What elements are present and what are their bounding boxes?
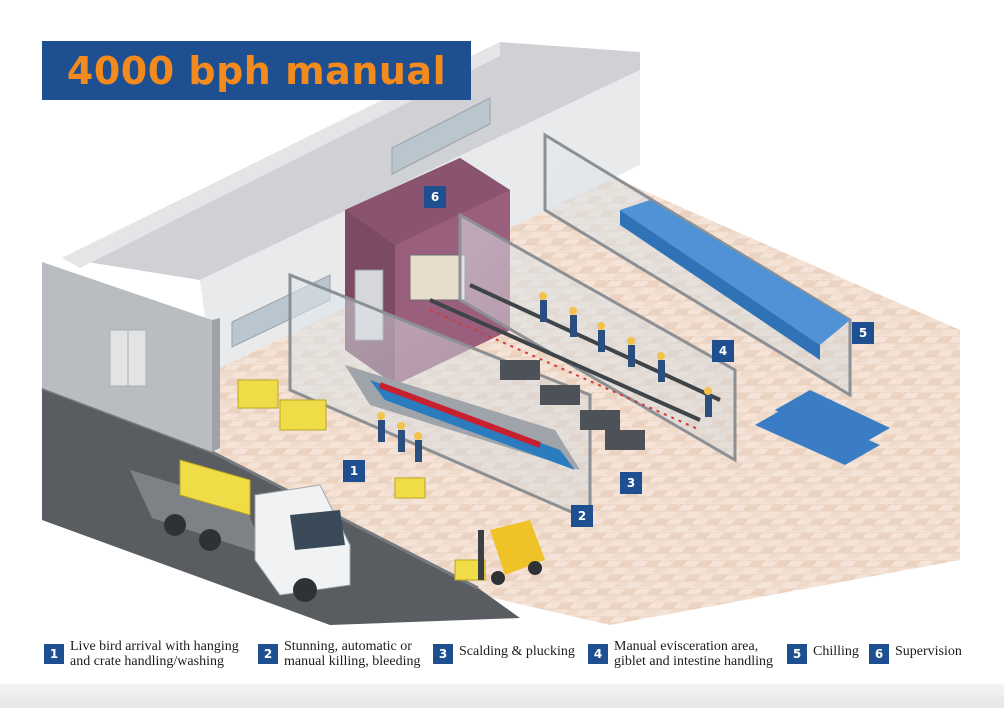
bottom-band bbox=[0, 684, 1004, 708]
legend-number-6: 6 bbox=[869, 644, 889, 664]
marker-4: 4 bbox=[712, 340, 734, 362]
page-title: 4000 bph manual bbox=[66, 48, 447, 93]
legend-number-2: 2 bbox=[258, 644, 278, 664]
marker-6: 6 bbox=[424, 186, 446, 208]
chiller-racks bbox=[755, 390, 890, 465]
legend-item-2: 2 Stunning, automatic or manual killing,… bbox=[258, 639, 420, 669]
title-banner: 4000 bph manual bbox=[42, 41, 471, 100]
marker-5: 5 bbox=[852, 322, 874, 344]
legend-number-4: 4 bbox=[588, 644, 608, 664]
legend-label-1: Live bird arrival with hanging and crate… bbox=[70, 639, 239, 669]
legend: 1 Live bird arrival with hanging and cra… bbox=[44, 639, 994, 675]
forklift bbox=[478, 520, 545, 585]
legend-number-3: 3 bbox=[433, 644, 453, 664]
marker-3: 3 bbox=[620, 472, 642, 494]
legend-label-5: Chilling bbox=[813, 644, 859, 659]
legend-item-4: 4 Manual evisceration area, giblet and i… bbox=[588, 639, 773, 669]
pluckers bbox=[500, 360, 645, 450]
legend-label-3: Scalding & plucking bbox=[459, 644, 575, 659]
workers bbox=[378, 300, 712, 462]
marker-2: 2 bbox=[571, 505, 593, 527]
legend-label-6: Supervision bbox=[895, 644, 962, 659]
back-wall bbox=[62, 42, 640, 280]
legend-number-1: 1 bbox=[44, 644, 64, 664]
legend-item-6: 6 Supervision bbox=[869, 639, 962, 664]
legend-item-5: 5 Chilling bbox=[787, 639, 859, 664]
marker-1: 1 bbox=[343, 460, 365, 482]
legend-item-3: 3 Scalding & plucking bbox=[433, 639, 575, 664]
chilling-tank bbox=[620, 200, 850, 345]
crates bbox=[237, 379, 486, 581]
legend-label-2: Stunning, automatic or manual killing, b… bbox=[284, 639, 421, 669]
legend-number-5: 5 bbox=[787, 644, 807, 664]
legend-item-1: 1 Live bird arrival with hanging and cra… bbox=[44, 639, 239, 669]
legend-label-4: Manual evisceration area, giblet and int… bbox=[614, 639, 774, 669]
truck bbox=[130, 459, 351, 602]
